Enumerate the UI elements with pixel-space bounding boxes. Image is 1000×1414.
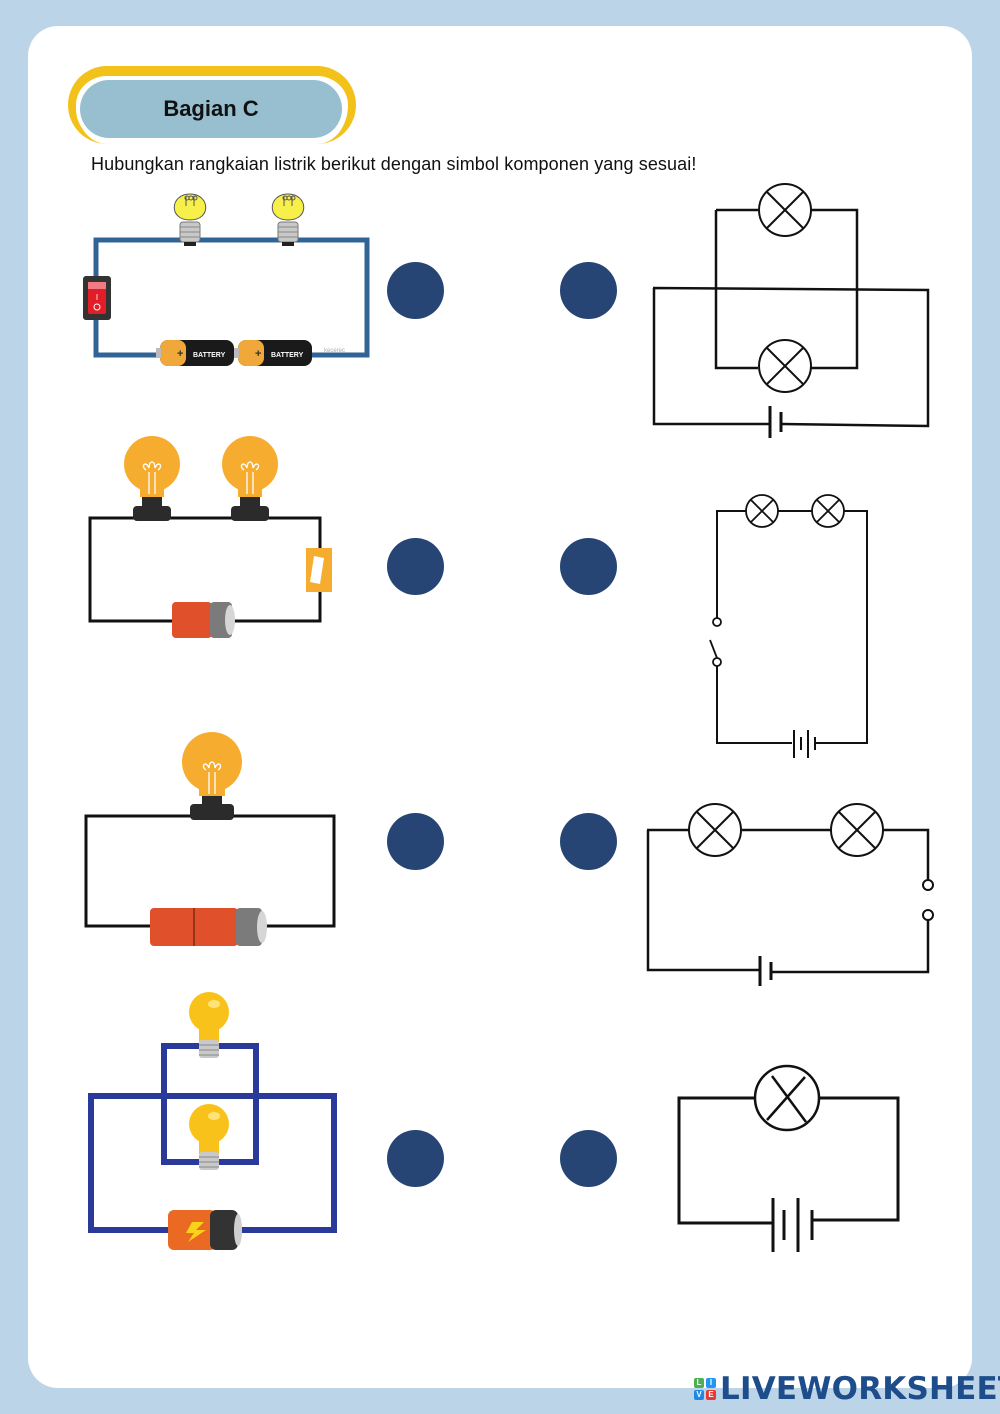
cell-symbol	[758, 956, 773, 986]
wire	[93, 237, 370, 358]
lamp-symbol	[758, 183, 812, 237]
cell-symbol	[768, 406, 783, 438]
circuit-symbol-2	[709, 494, 868, 758]
section-title: Bagian C	[80, 80, 342, 138]
lamp-symbol	[745, 494, 779, 528]
title-decoration-arc	[68, 66, 356, 144]
liveworksheets-logo[interactable]: L I V E LIVEWORKSHEETS	[694, 1371, 1000, 1407]
lamp-symbol	[758, 339, 812, 393]
bulb-icon	[271, 193, 305, 246]
instruction-text: Hubungkan rangkaian listrik berikut deng…	[91, 154, 697, 174]
lamp-symbol	[830, 803, 884, 857]
wire	[652, 286, 930, 428]
match-dot-left-3[interactable]	[387, 813, 444, 870]
lightning-icon	[186, 1222, 206, 1242]
battery-plus-sign: +	[255, 348, 261, 360]
lamp-symbol	[688, 803, 742, 857]
bulb-icon	[173, 193, 207, 246]
brand-name: LIVEWORKSHEETS	[720, 1371, 1000, 1407]
battery-icon	[150, 908, 267, 946]
battery-icon: + BATTERY	[156, 340, 234, 366]
battery-symbol	[771, 1198, 814, 1252]
battery-label: BATTERY	[193, 352, 226, 359]
battery-icon	[168, 1210, 242, 1250]
circuit-picture-3	[84, 732, 336, 946]
wire	[646, 828, 930, 974]
match-dot-right-2[interactable]	[560, 538, 617, 595]
battery-icon	[172, 602, 235, 638]
circuit-symbol-4	[677, 1064, 900, 1252]
battery-icon: + BATTERY	[234, 340, 312, 366]
switch-symbol	[922, 879, 934, 921]
battery-symbol	[793, 730, 816, 758]
logo-letter: L	[694, 1378, 704, 1388]
logo-letter: I	[706, 1378, 716, 1388]
svg-text:I: I	[96, 293, 98, 302]
lamp-symbol	[753, 1064, 821, 1132]
logo-letter: V	[694, 1390, 704, 1400]
match-dot-left-1[interactable]	[387, 262, 444, 319]
wire	[677, 1096, 900, 1225]
battery-label: BATTERY	[271, 352, 304, 359]
bulb-icon	[222, 436, 278, 521]
match-dot-right-3[interactable]	[560, 813, 617, 870]
bulb-icon	[189, 992, 229, 1058]
match-dot-left-2[interactable]	[387, 538, 444, 595]
circuit-picture-1: I + BATTERY + BATTERY kecerec	[83, 193, 370, 366]
logo-letter-grid: L I V E	[694, 1378, 716, 1400]
circuit-symbol-3	[646, 803, 934, 986]
switch-icon	[306, 548, 332, 592]
circuit-symbol-1	[652, 183, 930, 438]
logo-letter: E	[706, 1390, 716, 1400]
match-dot-left-4[interactable]	[387, 1130, 444, 1187]
bulb-icon	[124, 436, 180, 521]
circuit-picture-4	[88, 992, 337, 1250]
wire	[716, 510, 868, 744]
circuit-picture-2	[88, 436, 332, 638]
bulb-icon	[189, 1104, 229, 1170]
battery-plus-sign: +	[177, 348, 183, 360]
image-watermark: kecerec	[324, 348, 345, 354]
rocker-switch-icon: I	[83, 276, 111, 320]
lamp-symbol	[811, 494, 845, 528]
match-dot-right-4[interactable]	[560, 1130, 617, 1187]
switch-symbol	[709, 617, 722, 667]
bulb-icon	[182, 732, 242, 820]
match-dot-right-1[interactable]	[560, 262, 617, 319]
section-header: Bagian C	[68, 66, 358, 146]
